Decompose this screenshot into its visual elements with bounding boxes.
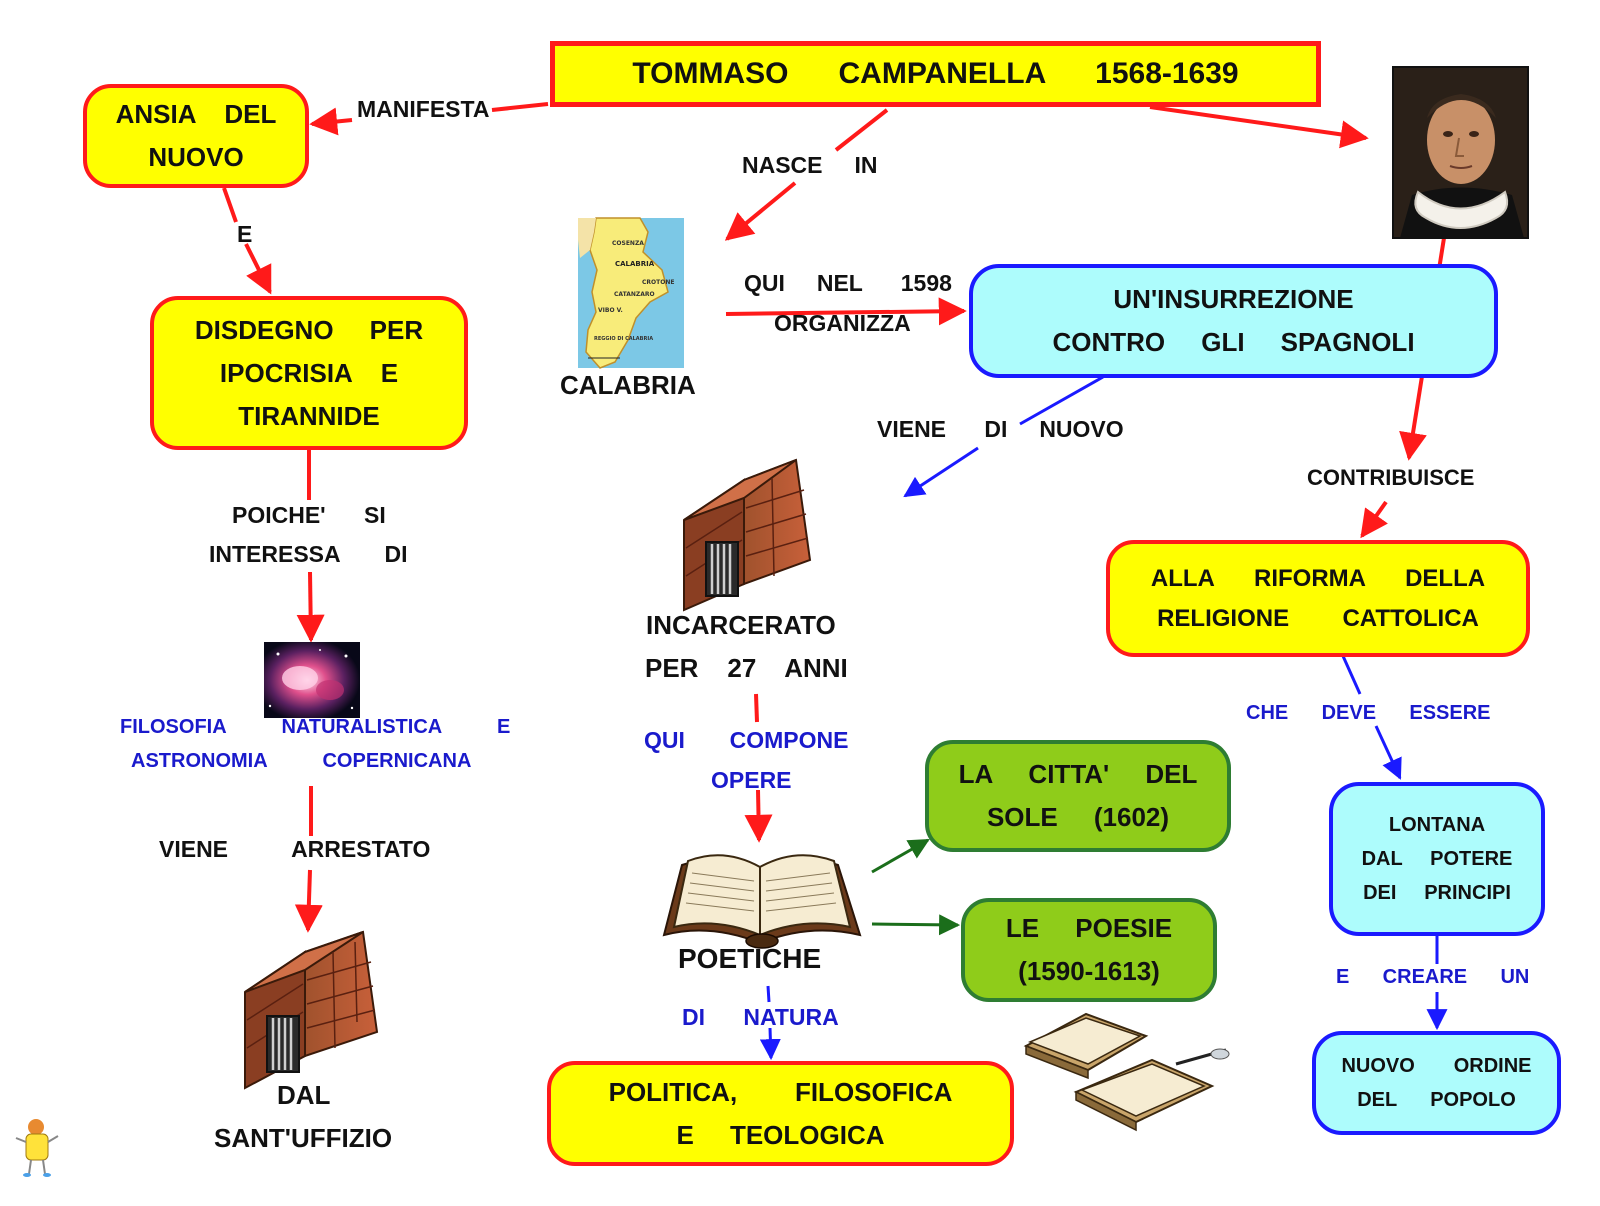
label-qui-compone: QUI COMPONE <box>644 727 849 753</box>
label-calabria: CALABRIA <box>560 370 696 400</box>
label-nasce-in: NASCE IN <box>742 152 878 178</box>
node-politica: POLITICA, FILOSOFICA E TEOLOGICA <box>547 1061 1014 1166</box>
node-line: SOLE (1602) <box>986 802 1170 832</box>
arrow-book-to-citta <box>871 838 930 874</box>
arrow-viene-to-incarcerato <box>903 446 979 498</box>
node-disdegno: DISDEGNO PER IPOCRISIA E TIRANNIDE <box>150 296 468 450</box>
node-line: POLITICA, FILOSOFICA <box>608 1076 953 1107</box>
map-label: REGGIO DI CALABRIA <box>594 336 653 342</box>
arrow-book-to-poesie <box>871 914 961 936</box>
label-e-creare-un: E CREARE UN <box>1336 966 1530 988</box>
label-opere: OPERE <box>711 767 792 793</box>
arrow-contribuisce-to-riforma <box>1360 500 1388 539</box>
books-icon <box>1023 1012 1230 1132</box>
node-line: DISDEGNO PER <box>194 314 424 345</box>
node-line: CONTRO GLI SPAGNOLI <box>1052 327 1415 357</box>
node-line: RELIGIONE CATTOLICA <box>1157 604 1479 632</box>
node-line: NUOVO <box>148 142 244 172</box>
node-citta-del-sole: LA CITTA' DEL SOLE (1602) <box>925 740 1231 852</box>
label-per-27-anni: PER 27 ANNI <box>645 653 848 683</box>
map-label: CALABRIA <box>615 260 655 268</box>
label-organizza: ORGANIZZA <box>774 310 911 336</box>
arrow-title-to-nasce <box>834 108 889 152</box>
node-ansia-del-nuovo: ANSIA DEL NUOVO <box>83 84 309 188</box>
node-line: NUOVO ORDINE <box>1341 1055 1532 1077</box>
map-label: CATANZARO <box>614 291 655 298</box>
node-line: (1590-1613) <box>1018 956 1160 986</box>
arrow-opere-to-book <box>744 789 773 843</box>
map-label: CROTONE <box>642 279 674 286</box>
node-line: LE POESIE <box>1005 913 1173 943</box>
label-contribuisce: CONTRIBUISCE <box>1307 465 1475 490</box>
node-riforma: ALLA RIFORMA DELLA RELIGIONE CATTOLICA <box>1106 540 1530 657</box>
node-line: IPOCRISIA E <box>219 357 399 388</box>
label-di-natura: DI NATURA <box>682 1004 839 1030</box>
arrow-poetiche-to-di <box>766 985 771 1003</box>
node-line: LA CITTA' DEL <box>958 759 1198 789</box>
label-e: E <box>237 221 253 247</box>
nebula-image <box>264 642 360 718</box>
map-label: VIBO V. <box>598 307 623 314</box>
arrow-manifesta-to-ansia <box>309 107 353 136</box>
label-viene-di-nuovo: VIENE DI NUOVO <box>877 416 1124 442</box>
arrow-nasce-to-calabria <box>724 181 797 241</box>
open-book-icon <box>662 854 862 949</box>
arrow-insurrezione-to-viene <box>1019 375 1104 426</box>
label-manifesta: MANIFESTA <box>357 96 490 122</box>
node-line: UN'INSURREZIONE <box>1113 284 1354 314</box>
label-poetiche: POETICHE <box>678 943 822 974</box>
node-line: DEL POPOLO <box>1357 1089 1516 1111</box>
arrow-e-to-disdegno <box>244 243 272 295</box>
arrow-essere-to-lontana <box>1374 725 1402 780</box>
title-text: TOMMASO CAMPANELLA 1568-1639 <box>632 57 1239 90</box>
node-line: ANSIA DEL <box>115 99 277 129</box>
arrow-interessa-to-nebula <box>296 571 325 643</box>
label-dal: DAL <box>277 1080 331 1110</box>
node-line: TIRANNIDE <box>238 400 380 431</box>
label-interessa-di: INTERESSA DI <box>209 541 408 567</box>
prison-icon <box>244 930 379 1090</box>
label-qui-nel-1598: QUI NEL 1598 <box>744 270 952 296</box>
node-line: LONTANA <box>1388 814 1486 836</box>
title-box: TOMMASO CAMPANELLA 1568-1639 <box>550 41 1321 107</box>
arrow-riforma-to-che <box>1341 655 1362 695</box>
node-line: E TEOLOGICA <box>676 1119 885 1150</box>
node-insurrezione: UN'INSURREZIONE CONTRO GLI SPAGNOLI <box>969 264 1498 378</box>
prison-icon <box>683 458 812 612</box>
label-astronomia-copernicana: ASTRONOMIA COPERNICANA <box>131 750 472 772</box>
arrow-incarcerato-to-qui <box>754 693 759 723</box>
arrow-ansia-to-e <box>222 187 238 223</box>
arrow-calabria-to-insurrezione <box>725 297 967 326</box>
label-che-deve-essere: CHE DEVE ESSERE <box>1246 702 1491 724</box>
label-filosofia-naturalistica: FILOSOFIA NATURALISTICA E <box>120 716 511 738</box>
node-lontana: LONTANA DAL POTERE DEI PRINCIPI <box>1329 782 1545 936</box>
node-line: ALLA RIFORMA DELLA <box>1150 564 1486 592</box>
connectors <box>222 102 1448 1061</box>
arrow-viene-to-prison <box>294 869 323 933</box>
label-viene-arrestato: VIENE ARRESTATO <box>159 836 431 862</box>
arrow-title-to-ansia <box>491 102 549 112</box>
node-nuovo-ordine: NUOVO ORDINE DEL POPOLO <box>1312 1031 1561 1135</box>
label-poiche-si: POICHE' SI <box>232 502 386 528</box>
map-label: COSENZA <box>612 240 644 247</box>
arrow-natura-to-politica <box>759 1027 781 1061</box>
calabria-map-image: COSENZA CALABRIA CROTONE CATANZARO VIBO … <box>578 217 684 369</box>
node-line: DAL POTERE <box>1361 848 1513 870</box>
node-line: DEI PRINCIPI <box>1363 882 1511 904</box>
label-incarcerato: INCARCERATO <box>646 610 836 640</box>
arrow-title-to-portrait <box>1149 105 1369 149</box>
portrait-image <box>1392 66 1529 239</box>
label-santuffizio: SANT'UFFIZIO <box>214 1123 393 1153</box>
mascot-icon <box>15 1119 59 1177</box>
node-poesie: LE POESIE (1590-1613) <box>961 898 1217 1002</box>
